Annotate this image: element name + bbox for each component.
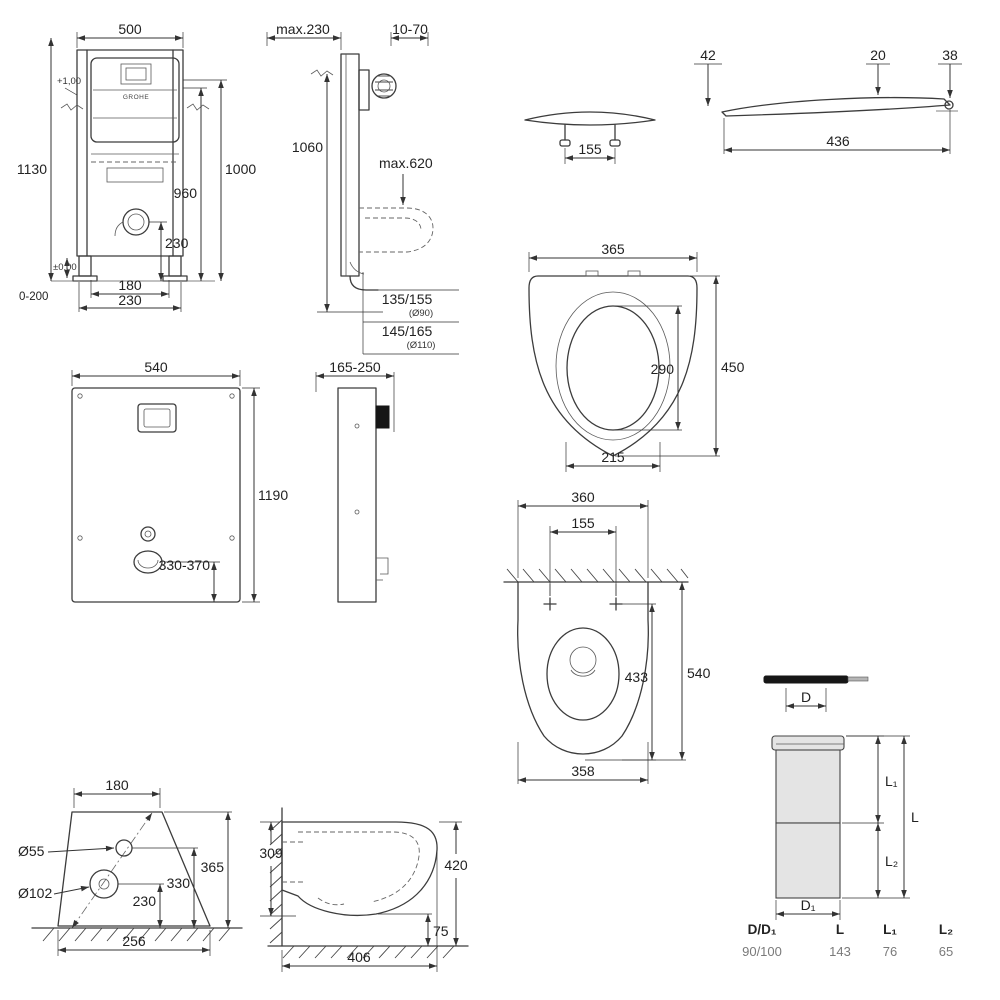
dim-L2: L₂: [885, 853, 898, 869]
level-top-label: +1,00: [57, 76, 81, 87]
dim-960: 960: [174, 185, 198, 201]
pipe-dims: D L₁ L L₂ D₁: [775, 688, 919, 920]
module-front-dims: 540 1190 330-370: [71, 359, 288, 603]
dim-450-seat-depth: 450: [721, 359, 745, 375]
dim-1000: 1000: [225, 161, 256, 177]
seat-profile-dims: 42 20 38 436: [694, 47, 962, 154]
seat-front-art: [524, 111, 656, 147]
bowl-top-dims: 360 155 433 540 358: [517, 489, 711, 784]
dim-420-rim-height: 420: [444, 857, 468, 873]
dim-155-hinge-spacing: 155: [578, 141, 602, 157]
pipe-dimension-table: D/D₁ L L₁ L₂ 90/100 143 76 65: [742, 922, 953, 959]
seat-profile-art: [721, 97, 958, 117]
module-front-view: 540 1190 330-370: [71, 359, 288, 603]
dim-433: 433: [625, 669, 649, 685]
frame-side-view: max.230 10-70 1060 max.620 135/155 (Ø90)…: [266, 21, 459, 355]
dim-365-seat-width: 365: [601, 241, 625, 257]
table-value-l: 143: [829, 944, 851, 959]
bowl-side-view: 309 420 406 75: [259, 807, 469, 972]
dim-406-bowl-depth: 406: [347, 949, 371, 965]
dim-540-module-width: 540: [144, 359, 168, 375]
dim-180-bolt-spacing: 180: [118, 277, 142, 293]
table-value-d-d1: 90/100: [742, 944, 782, 959]
dim-75-clearance: 75: [433, 923, 449, 939]
dim-1060: 1060: [292, 139, 323, 155]
table-value-l2: 65: [939, 944, 953, 959]
pipe-art: [763, 675, 869, 899]
bowl-top-art: [503, 568, 689, 755]
brand-label: GROHE: [123, 94, 150, 101]
dia-90-label: (Ø90): [409, 308, 433, 319]
dim-358: 358: [571, 763, 595, 779]
dim-L: L: [911, 809, 919, 825]
dim-38-hinge-height: 38: [942, 47, 958, 63]
dia-55-label: Ø55: [18, 843, 45, 859]
table-value-l1: 76: [883, 944, 897, 959]
dim-230: 230: [133, 893, 157, 909]
seat-front-dims: 155: [564, 141, 616, 164]
seat-top-view: 365 450 290 215: [528, 241, 745, 472]
table-header-l1: L₁: [883, 922, 897, 937]
table-header-d-d1: D/D₁: [748, 922, 777, 937]
dim-215-front-width: 215: [601, 449, 625, 465]
dim-180: 180: [105, 777, 129, 793]
seat-top-art: [528, 270, 698, 457]
frame-side-dims: max.230 10-70 1060 max.620 135/155 (Ø90)…: [266, 21, 459, 355]
seat-profile-view: 42 20 38 436: [694, 47, 962, 154]
frame-side-art: [310, 53, 434, 291]
dim-330: 330: [167, 875, 191, 891]
dim-1190-module-height: 1190: [258, 487, 288, 503]
bowl-back-view: 180 Ø55 Ø102 230 330 365 256: [18, 777, 243, 956]
dim-360-bowl-width: 360: [571, 489, 595, 505]
bowl-back-art: [31, 811, 243, 942]
dim-155-bolt-spacing: 155: [571, 515, 595, 531]
dim-436-seat-length: 436: [826, 133, 850, 149]
dim-230-outlet-height: 230: [165, 235, 189, 251]
dim-330-370-outlet: 330-370: [159, 557, 211, 573]
dim-42-front-height: 42: [700, 47, 716, 63]
seat-front-view: 155: [524, 111, 656, 164]
dim-max620: max.620: [379, 155, 433, 171]
dim-frame-height-1130: 1130: [17, 161, 47, 177]
dim-256: 256: [122, 933, 146, 949]
table-header-l: L: [836, 922, 844, 937]
level-zero-label: ±0,00: [53, 262, 77, 273]
dim-D1: D₁: [801, 897, 816, 913]
dim-max230: max.230: [276, 21, 330, 37]
dim-230-foot-spacing: 230: [118, 292, 142, 308]
dim-540-bowl-length: 540: [687, 665, 711, 681]
dim-290-opening-length: 290: [651, 361, 675, 377]
dim-frame-width-500: 500: [118, 21, 142, 37]
bowl-top-view: 360 155 433 540 358: [503, 489, 711, 784]
module-side-view: 165-250: [315, 359, 395, 603]
dia-110-label: (Ø110): [407, 340, 436, 351]
dia-102-label: Ø102: [18, 885, 52, 901]
bowl-side-art: [267, 807, 469, 959]
table-header-l2: L₂: [939, 922, 953, 937]
frame-front-view: GROHE 500 1130 +1,00 ±0,00 960 1000 230 …: [17, 21, 256, 312]
dim-0-200-foot-adjust: 0-200: [19, 291, 48, 303]
dim-D: D: [801, 689, 811, 705]
dim-145-165: 145/165: [382, 323, 433, 339]
dim-10-70-wall-distance: 10-70: [392, 21, 428, 37]
seat-top-dims: 365 450 290 215: [528, 241, 745, 472]
module-side-art: [337, 387, 390, 603]
frame-front-dims: 500 1130 +1,00 ±0,00 960 1000 230 180 23…: [17, 21, 256, 312]
module-side-dims: 165-250: [315, 359, 395, 432]
frame-front-art: [51, 49, 215, 282]
dim-165-250-depth: 165-250: [329, 359, 381, 375]
dim-135-155: 135/155: [382, 291, 433, 307]
dim-20-seat-thickness: 20: [870, 47, 886, 63]
module-front-art: [71, 387, 241, 603]
dim-309: 309: [259, 845, 283, 861]
dim-365: 365: [201, 859, 225, 875]
bowl-side-dims: 309 420 406 75: [259, 821, 468, 972]
connection-pipe-view: D L₁ L L₂ D₁ D/D₁ L L₁ L₂ 90/100 143 76 …: [742, 675, 953, 959]
dim-L1: L₁: [885, 773, 898, 789]
bowl-back-dims: 180 Ø55 Ø102 230 330 365 256: [18, 777, 232, 956]
